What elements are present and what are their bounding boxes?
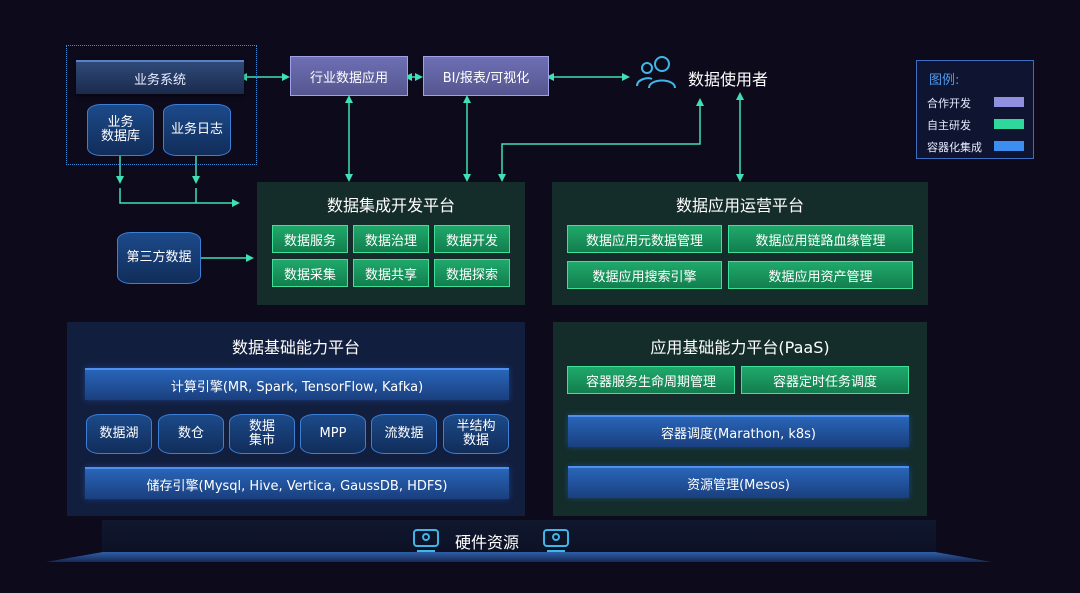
- business-log-cylinder: 业务日志: [163, 104, 231, 156]
- users-icon: [636, 56, 676, 89]
- business-log-label: 业务日志: [170, 122, 223, 137]
- ops-platform-panel: 数据应用运营平台 数据应用元数据管理 数据应用链路血缘管理 数据应用搜索引擎 数…: [552, 182, 928, 305]
- store-stream: 流数据: [371, 414, 437, 454]
- source-systems-group: [66, 45, 257, 165]
- legend-swatch-container: [994, 141, 1024, 151]
- legend-swatch-coop: [994, 97, 1024, 107]
- integration-item-sharing: 数据共享: [353, 259, 429, 287]
- data-users-label: 数据使用者: [688, 70, 769, 89]
- app-item-lifecycle: 容器服务生命周期管理: [567, 366, 735, 394]
- integration-item-service: 数据服务: [272, 225, 348, 253]
- integration-item-exploration: 数据探索: [434, 259, 510, 287]
- integration-item-governance: 数据治理: [353, 225, 429, 253]
- arrow-users-integration: [498, 98, 704, 182]
- bi-box: BI/报表/可视化: [423, 56, 549, 96]
- ops-item-assets: 数据应用资产管理: [728, 261, 913, 289]
- hardware-base-plate: [46, 552, 992, 562]
- hardware-icon-left: [413, 529, 439, 552]
- hardware-base-top: [102, 520, 936, 552]
- ops-item-metadata: 数据应用元数据管理: [567, 225, 722, 253]
- business-system-label: 业务系统: [133, 72, 186, 88]
- store-warehouse: 数仓: [158, 414, 224, 454]
- store-semistructured: 半结构 数据: [443, 414, 509, 454]
- hardware-icon-right: [543, 529, 569, 552]
- integration-item-collection: 数据采集: [272, 259, 348, 287]
- third-party-cylinder: 第三方数据: [117, 232, 201, 284]
- industry-app-box: 行业数据应用: [290, 56, 408, 96]
- ops-item-lineage: 数据应用链路血缘管理: [728, 225, 913, 253]
- resource-management-bar: 资源管理(Mesos): [568, 466, 909, 498]
- bi-label: BI/报表/可视化: [442, 70, 530, 86]
- store-mpp: MPP: [300, 414, 366, 454]
- data-foundation-title: 数据基础能力平台: [231, 338, 360, 357]
- legend-label-inhouse: 自主研发: [927, 119, 971, 132]
- store-data-mart: 数据 集市: [229, 414, 295, 454]
- business-db-cylinder: 业务 数据库: [87, 104, 154, 156]
- business-db-label: 业务 数据库: [100, 115, 140, 144]
- third-party-label: 第三方数据: [126, 250, 192, 265]
- integration-platform-title: 数据集成开发平台: [326, 196, 455, 215]
- storage-engine-bar: 储存引擎(Mysql, Hive, Vertica, GaussDB, HDFS…: [85, 467, 509, 499]
- hardware-label: 硬件资源: [455, 533, 520, 552]
- container-scheduling-bar: 容器调度(Marathon, k8s): [568, 415, 909, 447]
- business-system-box: 业务系统: [76, 60, 244, 94]
- legend: 图例: 合作开发 自主研发 容器化集成: [916, 60, 1034, 159]
- legend-label-container: 容器化集成: [927, 141, 982, 154]
- arrow-sources-integration: [119, 188, 240, 207]
- legend-swatch-inhouse: [994, 119, 1024, 129]
- data-foundation-panel: 数据基础能力平台 计算引擎(MR, Spark, TensorFlow, Kaf…: [67, 322, 525, 516]
- integration-platform-panel: 数据集成开发平台 数据服务 数据治理 数据开发 数据采集 数据共享 数据探索: [257, 182, 525, 305]
- ops-item-search: 数据应用搜索引擎: [567, 261, 722, 289]
- store-data-lake: 数据湖: [86, 414, 152, 454]
- legend-title: 图例:: [929, 73, 960, 88]
- app-foundation-title: 应用基础能力平台(PaaS): [650, 338, 830, 357]
- legend-label-coop: 合作开发: [927, 97, 971, 110]
- app-foundation-panel: 应用基础能力平台(PaaS) 容器服务生命周期管理 容器定时任务调度 容器调度(…: [553, 322, 927, 516]
- integration-item-development: 数据开发: [434, 225, 510, 253]
- ops-platform-title: 数据应用运营平台: [675, 196, 804, 215]
- app-item-scheduler: 容器定时任务调度: [741, 366, 909, 394]
- industry-app-label: 行业数据应用: [309, 70, 388, 86]
- compute-engine-bar: 计算引擎(MR, Spark, TensorFlow, Kafka): [85, 368, 509, 400]
